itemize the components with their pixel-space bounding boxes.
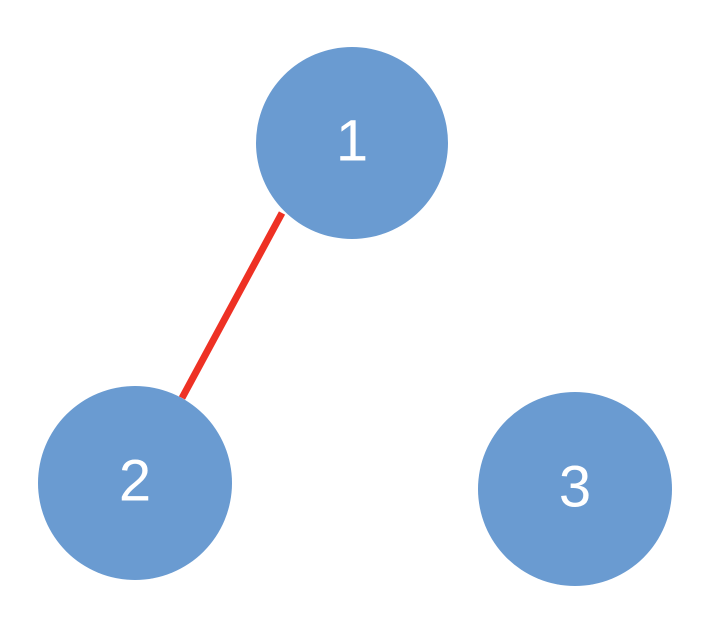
node-circle[interactable] <box>256 47 448 239</box>
node-circle[interactable] <box>38 386 232 580</box>
graph-node-3[interactable]: 3 <box>478 392 672 586</box>
graph-edge[interactable] <box>178 211 286 400</box>
nodes-layer: 12 3 <box>38 47 672 586</box>
graph-node-2[interactable]: 2 <box>38 386 232 580</box>
node-circle[interactable] <box>478 392 672 586</box>
graph-node-1[interactable]: 1 <box>256 47 448 239</box>
edges-layer <box>178 211 286 400</box>
